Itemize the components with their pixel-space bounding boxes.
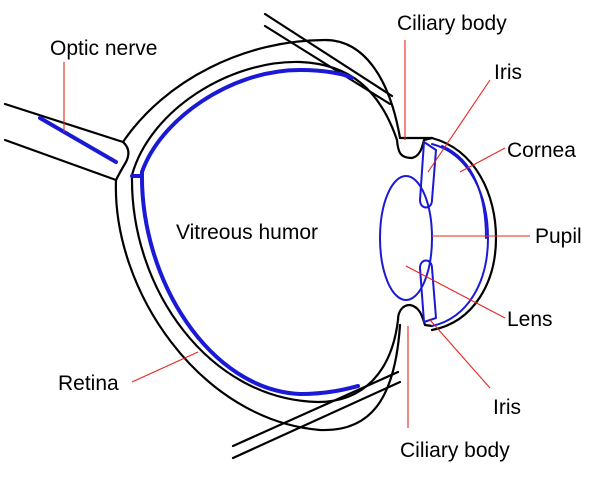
leader-cornea xyxy=(460,148,505,172)
optic-nerve-sheath xyxy=(5,104,128,180)
label-pupil: Pupil xyxy=(535,226,582,247)
iris-top-shape xyxy=(420,142,436,208)
optic-nerve-fiber xyxy=(40,118,116,162)
label-retina: Retina xyxy=(58,373,119,394)
ciliary-body-top-shape xyxy=(397,138,432,158)
label-lens: Lens xyxy=(507,309,553,330)
label-cornea: Cornea xyxy=(507,140,576,161)
retina-layer xyxy=(142,70,352,172)
retina-layer-lower xyxy=(142,172,358,394)
sclera-flap-top xyxy=(265,14,392,104)
label-vitreous-humor: Vitreous humor xyxy=(176,222,318,243)
label-ciliary-body-bottom: Ciliary body xyxy=(400,440,510,461)
label-iris-top: Iris xyxy=(494,62,522,83)
ciliary-body-bottom-shape xyxy=(398,305,432,326)
lens-shape xyxy=(380,176,432,300)
leader-retina xyxy=(132,352,198,382)
label-optic-nerve: Optic nerve xyxy=(50,38,157,59)
cornea-inner-2 xyxy=(442,146,486,238)
cornea-outer xyxy=(400,138,496,330)
label-ciliary-body-top: Ciliary body xyxy=(397,13,507,34)
leader-iris-bottom xyxy=(430,320,490,388)
label-iris-bottom: Iris xyxy=(493,397,521,418)
